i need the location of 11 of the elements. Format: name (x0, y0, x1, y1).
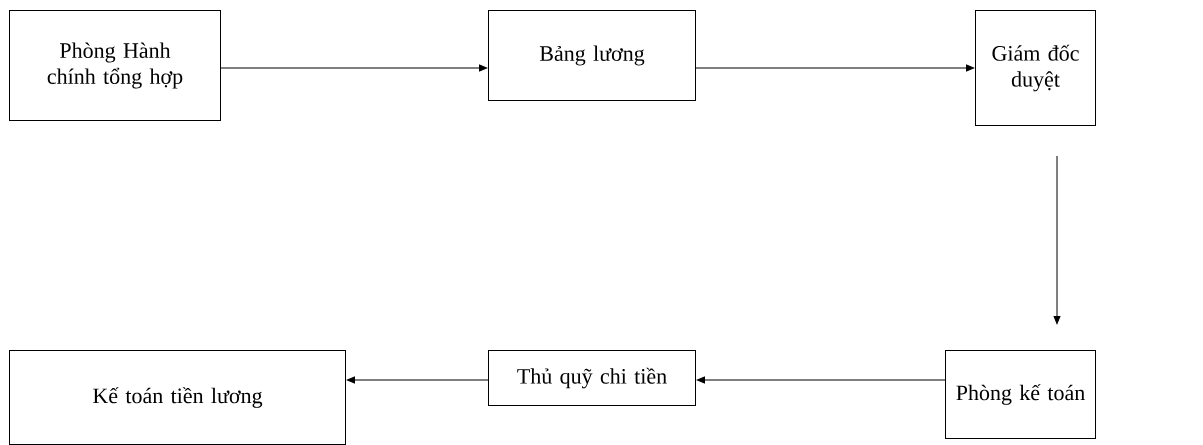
process-box: Thủ quỹ chi tiền (488, 350, 696, 406)
arrow (220, 64, 488, 72)
process-box: Kế toán tiền lương (9, 350, 346, 445)
arrow (346, 376, 489, 384)
arrow (695, 64, 975, 72)
arrow (1053, 155, 1061, 325)
process-box: Giám đốc duyệt (975, 10, 1096, 126)
process-box: Phòng Hành chính tổng hợp (9, 10, 221, 121)
arrow (696, 376, 946, 384)
process-box: Bảng lương (488, 10, 696, 101)
process-box: Phòng kế toán (945, 350, 1096, 439)
